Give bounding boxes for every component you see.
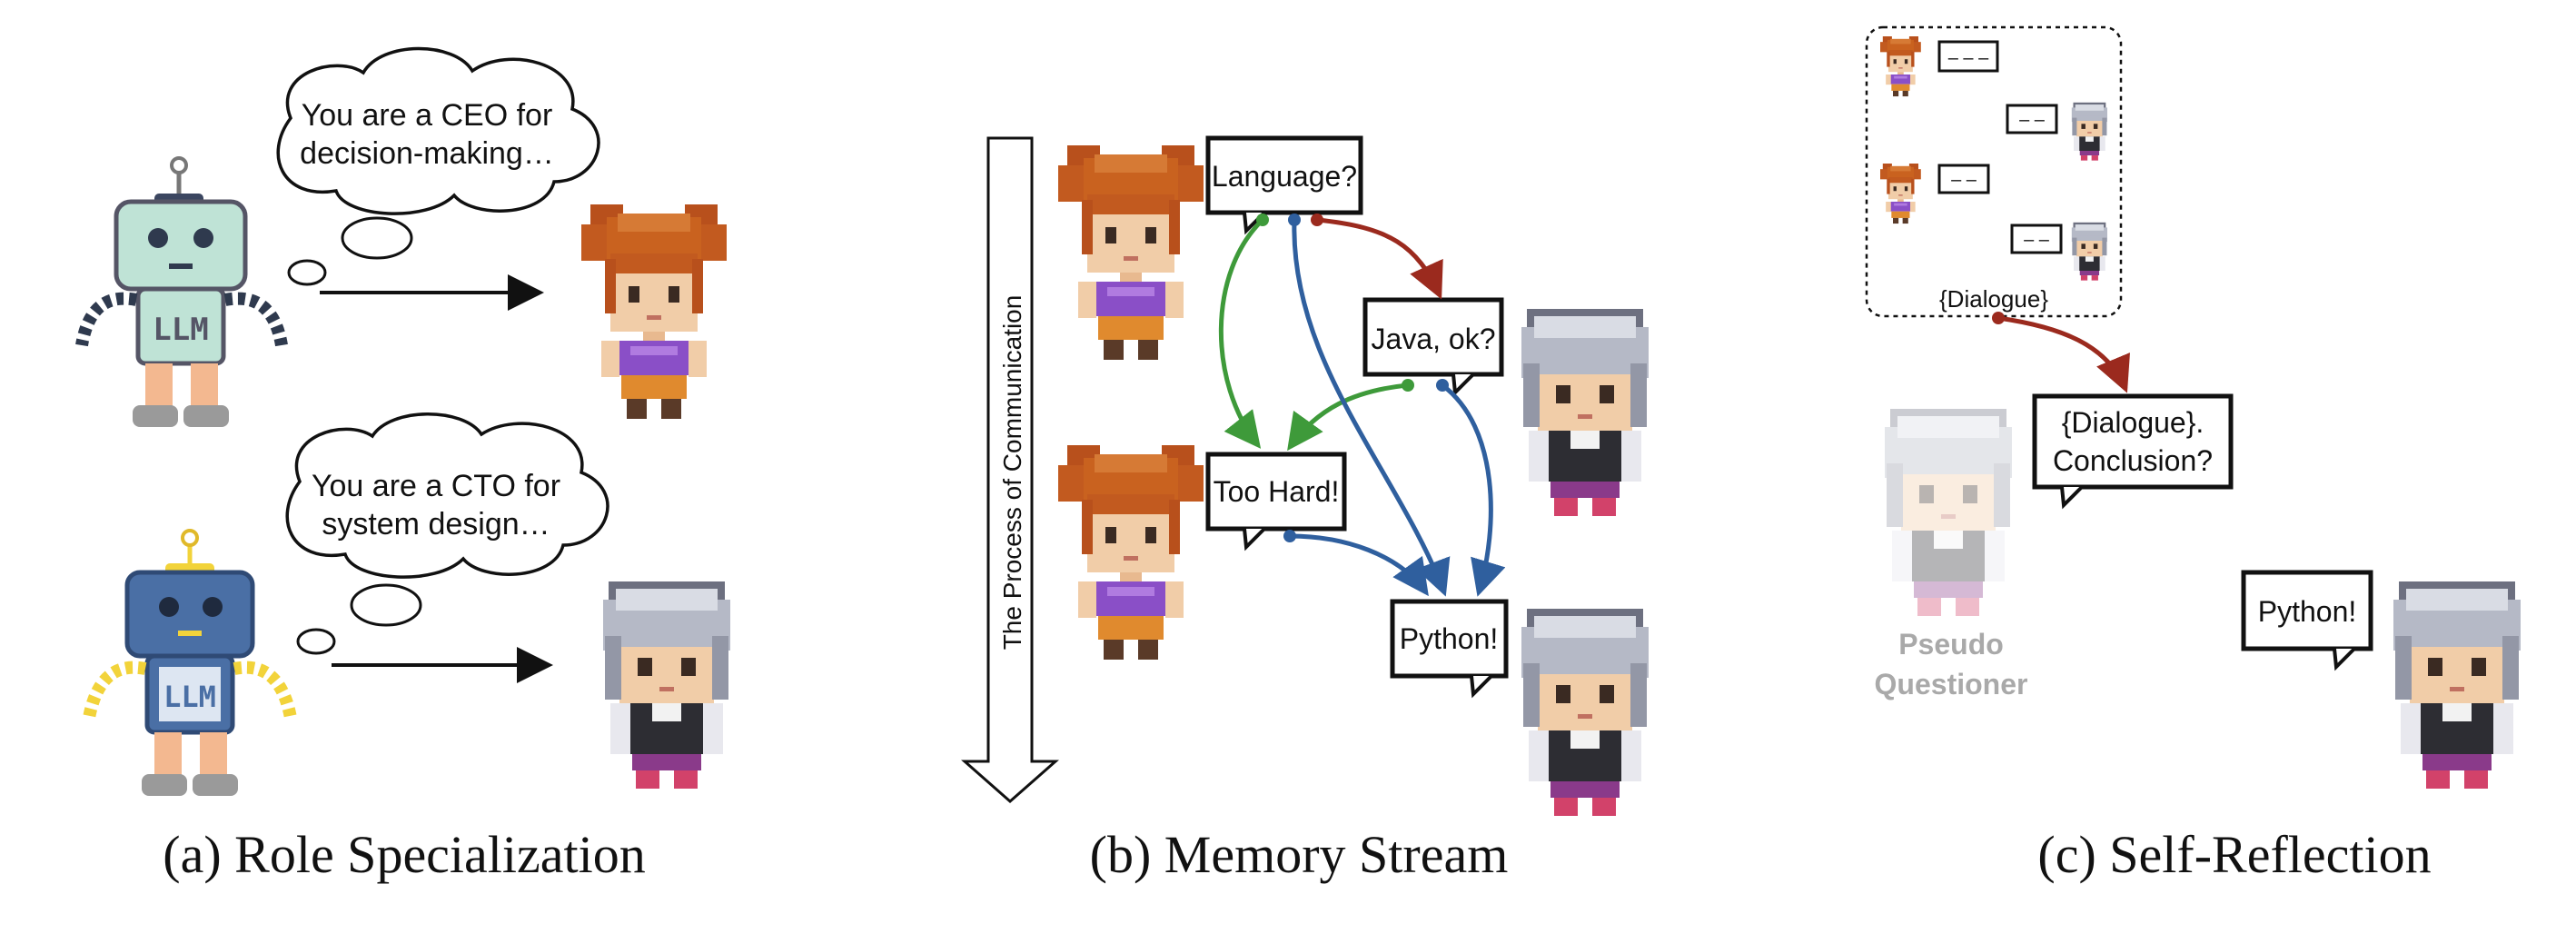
panel-a: LLM You are a CEO for decision-making… xyxy=(75,46,730,884)
pseudo-questioner-label-1: Pseudo xyxy=(1898,628,2004,661)
bubble-python-answer: Python! xyxy=(2241,570,2373,671)
caption-b: (b) Memory Stream xyxy=(1090,825,1509,884)
ceo-character-icon xyxy=(1058,445,1204,660)
panel-c: – – – – – – – – – {Dialogue} Pseudo Ques… xyxy=(1865,25,2521,884)
panel-b: The Process of Communication Language? J… xyxy=(961,135,1649,884)
bubble-language: Language? xyxy=(1205,135,1363,235)
svg-text:Python!: Python! xyxy=(1400,622,1499,655)
svg-text:– –: – – xyxy=(2024,230,2050,250)
cto-character-icon xyxy=(1521,309,1649,516)
svg-text:LLM: LLM xyxy=(153,312,208,348)
ceo-robot-icon: LLM xyxy=(75,156,288,427)
ceo-character-icon xyxy=(581,204,727,419)
svg-text:Conclusion?: Conclusion? xyxy=(2053,444,2213,477)
svg-text:Language?: Language? xyxy=(1212,160,1357,193)
bubble-too-hard: Too Hard! xyxy=(1205,452,1347,551)
cto-thought-line-2: system design… xyxy=(322,507,550,542)
arrow-red xyxy=(1316,217,1443,300)
cto-robot-icon: LLM xyxy=(83,529,297,796)
ceo-thought-line-1: You are a CEO for xyxy=(302,98,553,133)
ceo-thought-cloud: You are a CEO for decision-making… xyxy=(276,46,600,286)
svg-text:{Dialogue}.: {Dialogue}. xyxy=(2062,406,2204,439)
bubble-conclusion: {Dialogue}. Conclusion? xyxy=(2032,393,2234,510)
cto-thought-line-1: You are a CTO for xyxy=(312,469,560,503)
svg-text:Too Hard!: Too Hard! xyxy=(1214,475,1340,508)
svg-text:– –: – – xyxy=(1951,170,1977,190)
svg-text:Python!: Python! xyxy=(2258,595,2357,628)
pseudo-questioner-icon xyxy=(1885,409,2012,616)
process-arrow-icon xyxy=(961,136,1059,803)
pseudo-questioner-label-2: Questioner xyxy=(1875,668,2028,700)
svg-text:– – –: – – – xyxy=(1948,48,1989,68)
process-axis-label: The Process of Communication xyxy=(998,295,1026,651)
bubble-java: Java, ok? xyxy=(1362,297,1504,397)
dialogue-box: – – – – – – – – – {Dialogue} xyxy=(1865,25,2123,318)
caption-c: (c) Self-Reflection xyxy=(2037,825,2431,884)
cto-character-icon xyxy=(1521,609,1649,816)
arrow-red xyxy=(1997,315,2130,393)
cto-character-icon xyxy=(2393,581,2521,789)
arrow-green-2 xyxy=(1287,383,1409,452)
svg-text:Java, ok?: Java, ok? xyxy=(1372,323,1496,355)
bubble-python: Python! xyxy=(1390,599,1509,699)
svg-text:– –: – – xyxy=(2019,110,2046,130)
ceo-character-icon xyxy=(1058,145,1204,360)
ceo-thought-line-2: decision-making… xyxy=(300,136,554,171)
svg-text:LLM: LLM xyxy=(163,680,216,714)
arrow-green-1 xyxy=(1218,218,1264,449)
cto-thought-cloud: You are a CTO for system design… xyxy=(285,412,609,655)
arrow-blue-3 xyxy=(1289,533,1429,597)
dialogue-label: {Dialogue} xyxy=(1939,285,2048,313)
cto-character-icon xyxy=(603,581,730,789)
arrow-blue-1 xyxy=(1292,219,1451,597)
caption-a: (a) Role Specialization xyxy=(163,825,645,884)
arrow-blue-2 xyxy=(1441,383,1506,597)
